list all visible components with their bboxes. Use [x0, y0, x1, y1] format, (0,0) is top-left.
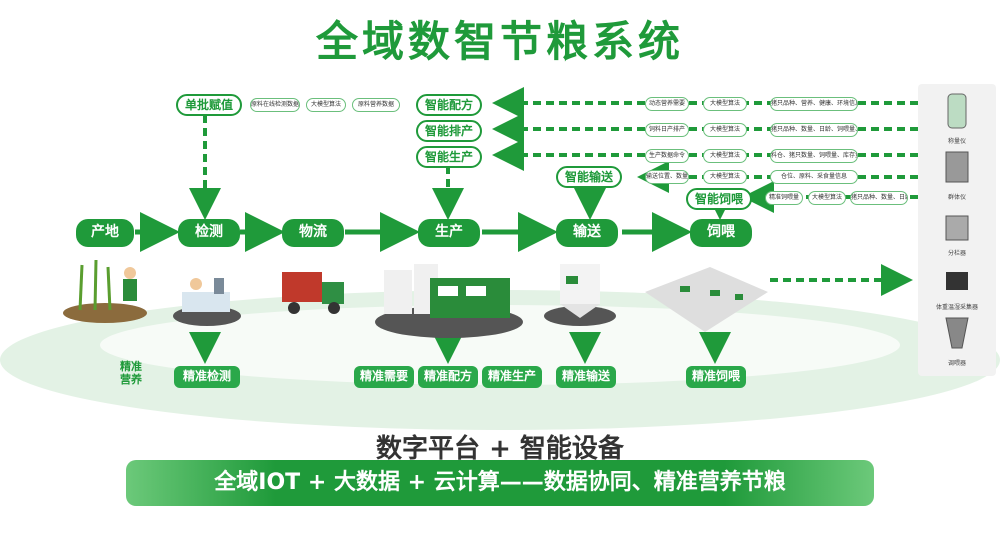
tiny-box: 大模型算法	[703, 97, 747, 111]
tiny-box: 大模型算法	[703, 149, 747, 163]
tiny-box: 大模型算法	[808, 191, 846, 205]
tiny-box: 原料营养数据	[352, 98, 400, 112]
summary-banner: 全域IOT + 大数据 + 云计算——数据协同、精准营养节粮	[126, 460, 874, 506]
sorter-device-icon	[945, 215, 969, 241]
tiny-box: 精准饲喂量	[765, 191, 803, 205]
precision-production-tag: 精准生产	[482, 366, 542, 388]
stage-origin: 产地	[76, 219, 134, 247]
truck-illustration	[282, 272, 344, 314]
tiny-box: 大模型算法	[703, 123, 747, 137]
tiny-box: 生产数据命令	[645, 149, 689, 163]
farm-illustration	[63, 259, 147, 323]
precision-transport-tag: 精准输送	[556, 366, 616, 388]
equipment-item: 称量仪	[918, 90, 996, 145]
equipment-item: 体重温湿采集器	[918, 264, 996, 311]
tiny-box: 猪只品种、数量、日龄、体况	[850, 191, 908, 205]
tiny-box: 输送位置、数量	[645, 170, 689, 184]
lab-illustration	[173, 278, 241, 326]
silo-illustration	[544, 264, 616, 326]
batch-assign-pill: 单批赋值	[176, 94, 242, 116]
scale-device-icon	[947, 93, 967, 129]
precision-formula-tag: 精准配方	[418, 366, 478, 388]
tiny-box: 料仓、猪只数量、饲喂量、库存量	[770, 149, 858, 163]
equipment-panel: 称量仪 群体仪 分栏器 体重温湿采集器 调喂器	[918, 84, 996, 376]
stage-testing: 检测	[178, 219, 240, 247]
stage-feeding: 饲喂	[690, 219, 752, 247]
sensor-device-icon	[946, 272, 968, 290]
stage-transport: 输送	[556, 219, 618, 247]
smart-production-pill: 智能生产	[416, 146, 482, 168]
page-title: 全域数智节粮系统	[315, 17, 684, 66]
tiny-box: 大模型算法	[703, 170, 747, 184]
stage-logistics: 物流	[282, 219, 344, 247]
platform-title: 数字平台 + 智能设备	[376, 434, 624, 464]
stage-production: 生产	[418, 219, 480, 247]
tiny-box: 猪只品种、数量、日龄、饲喂量、库存量	[770, 123, 858, 137]
group-device-icon	[945, 151, 969, 183]
equipment-item: 分栏器	[918, 210, 996, 257]
smart-transport-pill: 智能输送	[556, 166, 622, 188]
equipment-item: 群体仪	[918, 148, 996, 201]
tiny-box: 饲料日产排产	[645, 123, 689, 137]
tiny-box: 仓位、原料、采食量信息	[770, 170, 858, 184]
tiny-box: 大模型算法	[306, 98, 346, 112]
smart-formula-pill: 智能配方	[416, 94, 482, 116]
equipment-item: 调喂器	[918, 314, 996, 367]
tiny-box: 动态营养需要	[645, 97, 689, 111]
precision-feeding-tag: 精准饲喂	[686, 366, 746, 388]
feeder-device-icon	[945, 317, 969, 349]
barn-illustration	[645, 267, 768, 332]
precision-nutrition-label: 精准营养	[120, 360, 142, 386]
smart-feeding-pill: 智能饲喂	[686, 188, 752, 210]
precision-demand-tag: 精准需要	[354, 366, 414, 388]
precision-testing-tag: 精准检测	[174, 366, 240, 388]
tiny-box: 原料在线检测数据	[250, 98, 300, 112]
factory-illustration	[375, 264, 523, 338]
smart-schedule-pill: 智能排产	[416, 120, 482, 142]
tiny-box: 猪只品种、营养、健康、环境信息...	[770, 97, 858, 111]
